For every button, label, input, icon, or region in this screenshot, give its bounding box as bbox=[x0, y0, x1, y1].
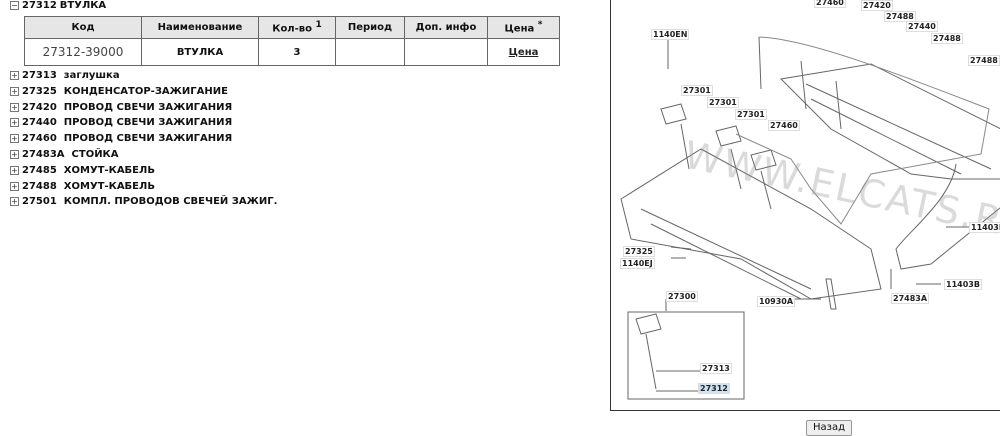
collapse-icon[interactable]: − bbox=[10, 1, 19, 10]
callout-label[interactable]: 1140EJ bbox=[620, 258, 655, 269]
col-qty: Кол-во 1 bbox=[258, 16, 336, 39]
callout-label[interactable]: 27301 bbox=[735, 109, 767, 120]
tree-item[interactable]: +27485 ХОМУТ-КАБЕЛЬ bbox=[10, 165, 155, 176]
callout-label[interactable]: 27312 bbox=[698, 383, 730, 394]
tree-item[interactable]: +27460 ПРОВОД СВЕЧИ ЗАЖИГАНИЯ bbox=[10, 133, 232, 144]
back-button[interactable]: Назад bbox=[806, 420, 852, 436]
callout-label[interactable]: 27313 bbox=[700, 363, 732, 374]
callout-label[interactable]: 27440 bbox=[906, 21, 938, 32]
callout-label[interactable]: 27301 bbox=[681, 85, 713, 96]
callout-label[interactable]: 27460 bbox=[768, 120, 800, 131]
group-name: ВТУЛКА bbox=[59, 0, 107, 11]
group-name: ХОМУТ-КАБЕЛЬ bbox=[63, 180, 155, 192]
group-code: 27420 bbox=[22, 101, 57, 113]
group-name: ПРОВОД СВЕЧИ ЗАЖИГАНИЯ bbox=[63, 101, 233, 113]
group-name: ПРОВОД СВЕЧИ ЗАЖИГАНИЯ bbox=[63, 117, 233, 129]
tree-item[interactable]: +27483A СТОЙКА bbox=[10, 149, 118, 160]
callout-label[interactable]: 10930A bbox=[757, 296, 796, 307]
group-code: 27483A bbox=[22, 149, 65, 160]
col-period: Период bbox=[335, 16, 405, 39]
group-code: 27460 bbox=[22, 133, 57, 145]
expand-icon[interactable]: + bbox=[10, 71, 19, 80]
tree-item[interactable]: +27313 заглушка bbox=[10, 70, 120, 81]
cell-period bbox=[335, 38, 405, 66]
group-code: 27488 bbox=[22, 180, 57, 192]
callout-label[interactable]: 27301 bbox=[707, 97, 739, 108]
tree-item[interactable]: +27420 ПРОВОД СВЕЧИ ЗАЖИГАНИЯ bbox=[10, 102, 232, 113]
callout-label[interactable]: 27488 bbox=[931, 33, 963, 44]
expand-icon[interactable]: + bbox=[10, 134, 19, 144]
col-code: Код bbox=[24, 16, 142, 39]
group-name: КОМПЛ. ПРОВОДОВ СВЕЧЕЙ ЗАЖИГ. bbox=[63, 196, 278, 208]
group-code: 27501 bbox=[22, 196, 57, 208]
tree-item[interactable]: +27325 КОНДЕНСАТОР-ЗАЖИГАНИЕ bbox=[10, 86, 228, 97]
group-code: 27440 bbox=[22, 117, 57, 129]
group-code: 27325 bbox=[22, 85, 57, 97]
col-price: Цена * bbox=[487, 16, 560, 39]
callout-label[interactable]: 27488 bbox=[968, 55, 1000, 66]
group-name: ХОМУТ-КАБЕЛЬ bbox=[63, 164, 155, 176]
callout-label[interactable]: 27483A bbox=[891, 293, 930, 304]
group-code: 27485 bbox=[22, 164, 57, 176]
expand-icon[interactable]: + bbox=[10, 86, 19, 96]
callout-label[interactable]: 27300 bbox=[666, 291, 698, 302]
tree-item[interactable]: +27488 ХОМУТ-КАБЕЛЬ bbox=[10, 181, 155, 192]
engine-drawing bbox=[620, 36, 1000, 400]
cell-info bbox=[404, 38, 488, 66]
tree-item-open[interactable]: − 27312 ВТУЛКА bbox=[10, 0, 106, 11]
group-name: заглушка bbox=[63, 70, 120, 81]
callout-label[interactable]: 1140EN bbox=[651, 29, 690, 40]
group-code: 27312 bbox=[22, 0, 57, 11]
callout-label[interactable]: 27488 bbox=[884, 11, 916, 22]
callout-label[interactable]: 11403B bbox=[969, 222, 1000, 233]
col-info: Доп. инфо bbox=[404, 16, 488, 39]
group-code: 27313 bbox=[22, 70, 57, 81]
cell-name: ВТУЛКА bbox=[141, 38, 259, 66]
callout-label[interactable]: 11403B bbox=[944, 279, 982, 290]
group-name: КОНДЕНСАТОР-ЗАЖИГАНИЕ bbox=[63, 85, 228, 97]
callout-label[interactable]: 27420 bbox=[861, 0, 893, 11]
expand-icon[interactable]: + bbox=[10, 165, 19, 175]
cell-qty: 3 bbox=[258, 38, 336, 66]
cell-price: Цена bbox=[487, 38, 560, 66]
expand-icon[interactable]: + bbox=[10, 102, 19, 112]
col-name: Наименование bbox=[141, 16, 259, 39]
expand-icon[interactable]: + bbox=[10, 118, 19, 128]
expand-icon[interactable]: + bbox=[10, 181, 19, 191]
expand-icon[interactable]: + bbox=[10, 150, 19, 159]
group-name: ПРОВОД СВЕЧИ ЗАЖИГАНИЯ bbox=[63, 133, 233, 145]
tree-item[interactable]: +27440 ПРОВОД СВЕЧИ ЗАЖИГАНИЯ bbox=[10, 117, 232, 128]
callout-label[interactable]: 27325 bbox=[623, 246, 655, 257]
parts-table: Код Наименование Кол-во 1 Период Доп. ин… bbox=[24, 16, 560, 66]
expand-icon[interactable]: + bbox=[10, 197, 19, 207]
group-name: СТОЙКА bbox=[71, 149, 119, 160]
cell-code: 27312-39000 bbox=[24, 38, 142, 66]
price-link[interactable]: Цена bbox=[508, 46, 539, 58]
tree-item[interactable]: +27501 КОМПЛ. ПРОВОДОВ СВЕЧЕЙ ЗАЖИГ. bbox=[10, 196, 277, 207]
table-row: 27312-39000 ВТУЛКА 3 Цена bbox=[24, 38, 560, 66]
callout-label[interactable]: 27460 bbox=[814, 0, 846, 8]
